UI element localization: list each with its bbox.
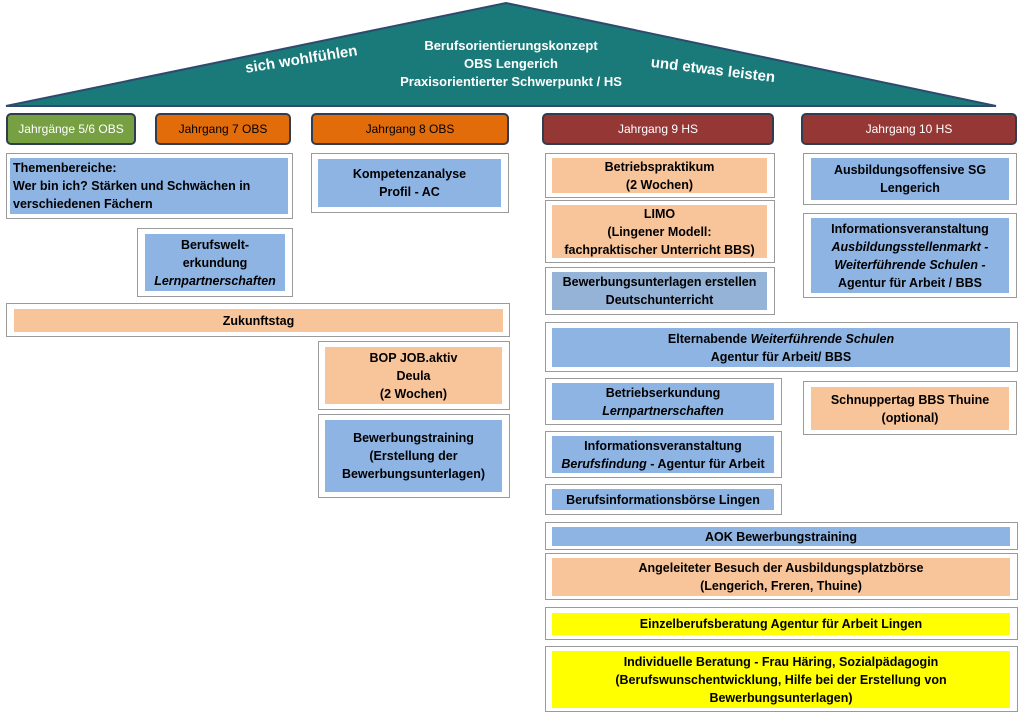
bewerbungstraining-line3: Bewerbungsunterlagen) [341, 467, 486, 481]
betriebspraktikum-box: Betriebspraktikum (2 Wochen) [545, 153, 775, 198]
schnuppertag-line2: (optional) [881, 410, 939, 425]
individuelle-beratung-box: Individuelle Beratung - Frau Häring, Soz… [545, 646, 1018, 712]
infoveranstaltung-berufsfindung-line1: Informationsveranstaltung [584, 438, 742, 453]
infoveranstaltung-10-text: Informationsveranstaltung Ausbildungsste… [811, 218, 1009, 293]
infoveranstaltung-berufsfindung-line2a: Berufsfindung [561, 456, 647, 471]
infoveranstaltung-berufsfindung-line2: Berufsfindung - Agentur für Arbeit [561, 455, 764, 473]
betriebserkundung-line2: Lernpartnerschaften [602, 403, 724, 418]
berufswelterkundung-box: Berufswelt- erkundung Lernpartnerschafte… [137, 228, 293, 297]
ausbildungsoffensive-text: Ausbildungsoffensive SG Lengerich [811, 158, 1009, 200]
bewerbungstraining-box: Bewerbungstraining (Erstellung der Bewer… [318, 414, 510, 498]
elternabende-line1a: Elternabende [667, 331, 751, 346]
zukunftstag-box: Zukunftstag [6, 303, 510, 337]
bop-jobaktiv-line3: (2 Wochen) [379, 386, 448, 401]
elternabende-box: Elternabende Weiterführende Schulen Agen… [545, 322, 1018, 372]
limo-line3: fachpraktischer Unterricht BBS) [564, 242, 755, 257]
ausbildungsplatzboerse-line2: (Lengerich, Freren, Thuine) [700, 579, 862, 593]
bewerbungsunterlagen-line1: Bewerbungsunterlagen erstellen [562, 275, 757, 289]
berufswelterkundung-line1: Berufswelt- [180, 237, 250, 252]
berufswelterkundung-text: Berufswelt- erkundung Lernpartnerschafte… [145, 234, 285, 291]
ausbildungsoffensive-line2: Lengerich [880, 181, 940, 195]
infoveranstaltung-10-line1: Informationsveranstaltung [831, 221, 989, 236]
grade-5-6-header: Jahrgänge 5/6 OBS [6, 113, 136, 145]
betriebspraktikum-text: Betriebspraktikum (2 Wochen) [552, 158, 767, 193]
bop-jobaktiv-line1: BOP JOB.aktiv [369, 350, 458, 365]
themenbereiche-line3: verschiedenen Fächern [13, 197, 153, 211]
bewerbungsunterlagen-box: Bewerbungsunterlagen erstellen Deutschun… [545, 267, 775, 315]
berufswelterkundung-line2: erkundung [182, 255, 248, 270]
kompetenzanalyse-line2: Profil - AC [379, 185, 440, 199]
bewerbungstraining-text: Bewerbungstraining (Erstellung der Bewer… [325, 420, 502, 492]
bewerbungsunterlagen-text: Bewerbungsunterlagen erstellen Deutschun… [552, 272, 767, 310]
grade-8-header: Jahrgang 8 OBS [311, 113, 509, 145]
individuelle-beratung-line3: Bewerbungsunterlagen) [709, 690, 853, 705]
limo-line2: (Lingener Modell: [607, 224, 712, 239]
betriebserkundung-box: Betriebserkundung Lernpartnerschaften [545, 378, 782, 425]
kompetenzanalyse-line1: Kompetenzanalyse [352, 167, 467, 181]
schnuppertag-line1: Schnuppertag BBS Thuine [830, 392, 990, 407]
bewerbungstraining-line2: (Erstellung der [369, 449, 458, 463]
elternabende-text: Elternabende Weiterführende Schulen Agen… [552, 328, 1010, 367]
themenbereiche-line1: Themenbereiche: [13, 161, 117, 175]
betriebspraktikum-line2: (2 Wochen) [625, 177, 694, 192]
individuelle-beratung-text: Individuelle Beratung - Frau Häring, Soz… [552, 651, 1010, 708]
bop-jobaktiv-line2: Deula [396, 368, 431, 383]
berufsinformationsboerse-box: Berufsinformationsbörse Lingen [545, 484, 782, 515]
themenbereiche-text: Themenbereiche: Wer bin ich? Stärken und… [10, 158, 288, 214]
einzelberufsberatung-text: Einzelberufsberatung Agentur für Arbeit … [552, 613, 1010, 635]
betriebserkundung-text: Betriebserkundung Lernpartnerschaften [552, 383, 774, 420]
roof-title-line2: OBS Lengerich [464, 56, 558, 71]
kompetenzanalyse-text: Kompetenzanalyse Profil - AC [318, 159, 501, 207]
ausbildungsoffensive-box: Ausbildungsoffensive SG Lengerich [803, 153, 1017, 205]
infoveranstaltung-10-line4: Agentur für Arbeit / BBS [838, 275, 982, 290]
aok-bewerbungstraining-box: AOK Bewerbungstraining [545, 522, 1018, 550]
bewerbungsunterlagen-line2: Deutschunterricht [605, 293, 714, 307]
betriebserkundung-line1: Betriebserkundung [605, 385, 721, 400]
berufsinformationsboerse-text: Berufsinformationsbörse Lingen [552, 489, 774, 510]
infoveranstaltung-10-line3: Weiterführende Schulen - [834, 257, 986, 272]
limo-box: LIMO (Lingener Modell: fachpraktischer U… [545, 200, 775, 263]
ausbildungsplatzboerse-line1: Angeleiteter Besuch der Ausbildungsplatz… [638, 561, 924, 575]
roof-title-line1: Berufsorientierungskonzept [424, 38, 598, 53]
bop-jobaktiv-box: BOP JOB.aktiv Deula (2 Wochen) [318, 341, 510, 410]
aok-bewerbungstraining-text: AOK Bewerbungstraining [552, 527, 1010, 546]
themenbereiche-line2: Wer bin ich? Stärken und Schwächen in [13, 179, 251, 193]
roof-title: Berufsorientierungskonzept OBS Lengerich… [380, 37, 642, 91]
limo-line1: LIMO [643, 206, 676, 221]
infoveranstaltung-berufsfindung-text: Informationsveranstaltung Berufsfindung … [552, 436, 774, 473]
roof-title-line3: Praxisorientierter Schwerpunkt / HS [400, 74, 622, 89]
bop-jobaktiv-text: BOP JOB.aktiv Deula (2 Wochen) [325, 347, 502, 404]
grade-7-header: Jahrgang 7 OBS [155, 113, 291, 145]
infoveranstaltung-10-line2: Ausbildungsstellenmarkt - [831, 239, 989, 254]
ausbildungsplatzboerse-text: Angeleiteter Besuch der Ausbildungsplatz… [552, 558, 1010, 596]
schnuppertag-box: Schnuppertag BBS Thuine (optional) [803, 381, 1017, 435]
infoveranstaltung-berufsfindung-line2b: - Agentur für Arbeit [646, 456, 765, 471]
limo-text: LIMO (Lingener Modell: fachpraktischer U… [552, 205, 767, 258]
themenbereiche-box: Themenbereiche: Wer bin ich? Stärken und… [6, 153, 293, 219]
elternabende-line2: Agentur für Arbeit/ BBS [710, 349, 852, 364]
infoveranstaltung-10-box: Informationsveranstaltung Ausbildungsste… [803, 213, 1017, 298]
grade-10-header: Jahrgang 10 HS [801, 113, 1017, 145]
bewerbungstraining-line1: Bewerbungstraining [353, 431, 474, 445]
roof-shape [5, 1, 997, 107]
betriebspraktikum-line1: Betriebspraktikum [604, 159, 715, 174]
kompetenzanalyse-box: Kompetenzanalyse Profil - AC [311, 153, 509, 213]
elternabende-line1: Elternabende Weiterführende Schulen [668, 330, 894, 348]
ausbildungsplatzboerse-box: Angeleiteter Besuch der Ausbildungsplatz… [545, 553, 1018, 600]
individuelle-beratung-line2: (Berufswunschentwicklung, Hilfe bei der … [615, 672, 947, 687]
ausbildungsoffensive-line1: Ausbildungsoffensive SG [833, 163, 987, 177]
berufswelterkundung-line3: Lernpartnerschaften [154, 273, 276, 288]
einzelberufsberatung-box: Einzelberufsberatung Agentur für Arbeit … [545, 607, 1018, 640]
infoveranstaltung-berufsfindung-box: Informationsveranstaltung Berufsfindung … [545, 431, 782, 478]
schnuppertag-text: Schnuppertag BBS Thuine (optional) [811, 387, 1009, 430]
elternabende-line1b: Weiterführende Schulen [750, 331, 895, 346]
grade-9-header: Jahrgang 9 HS [542, 113, 774, 145]
individuelle-beratung-line1: Individuelle Beratung - Frau Häring, Soz… [623, 654, 939, 669]
zukunftstag-text: Zukunftstag [14, 309, 503, 332]
